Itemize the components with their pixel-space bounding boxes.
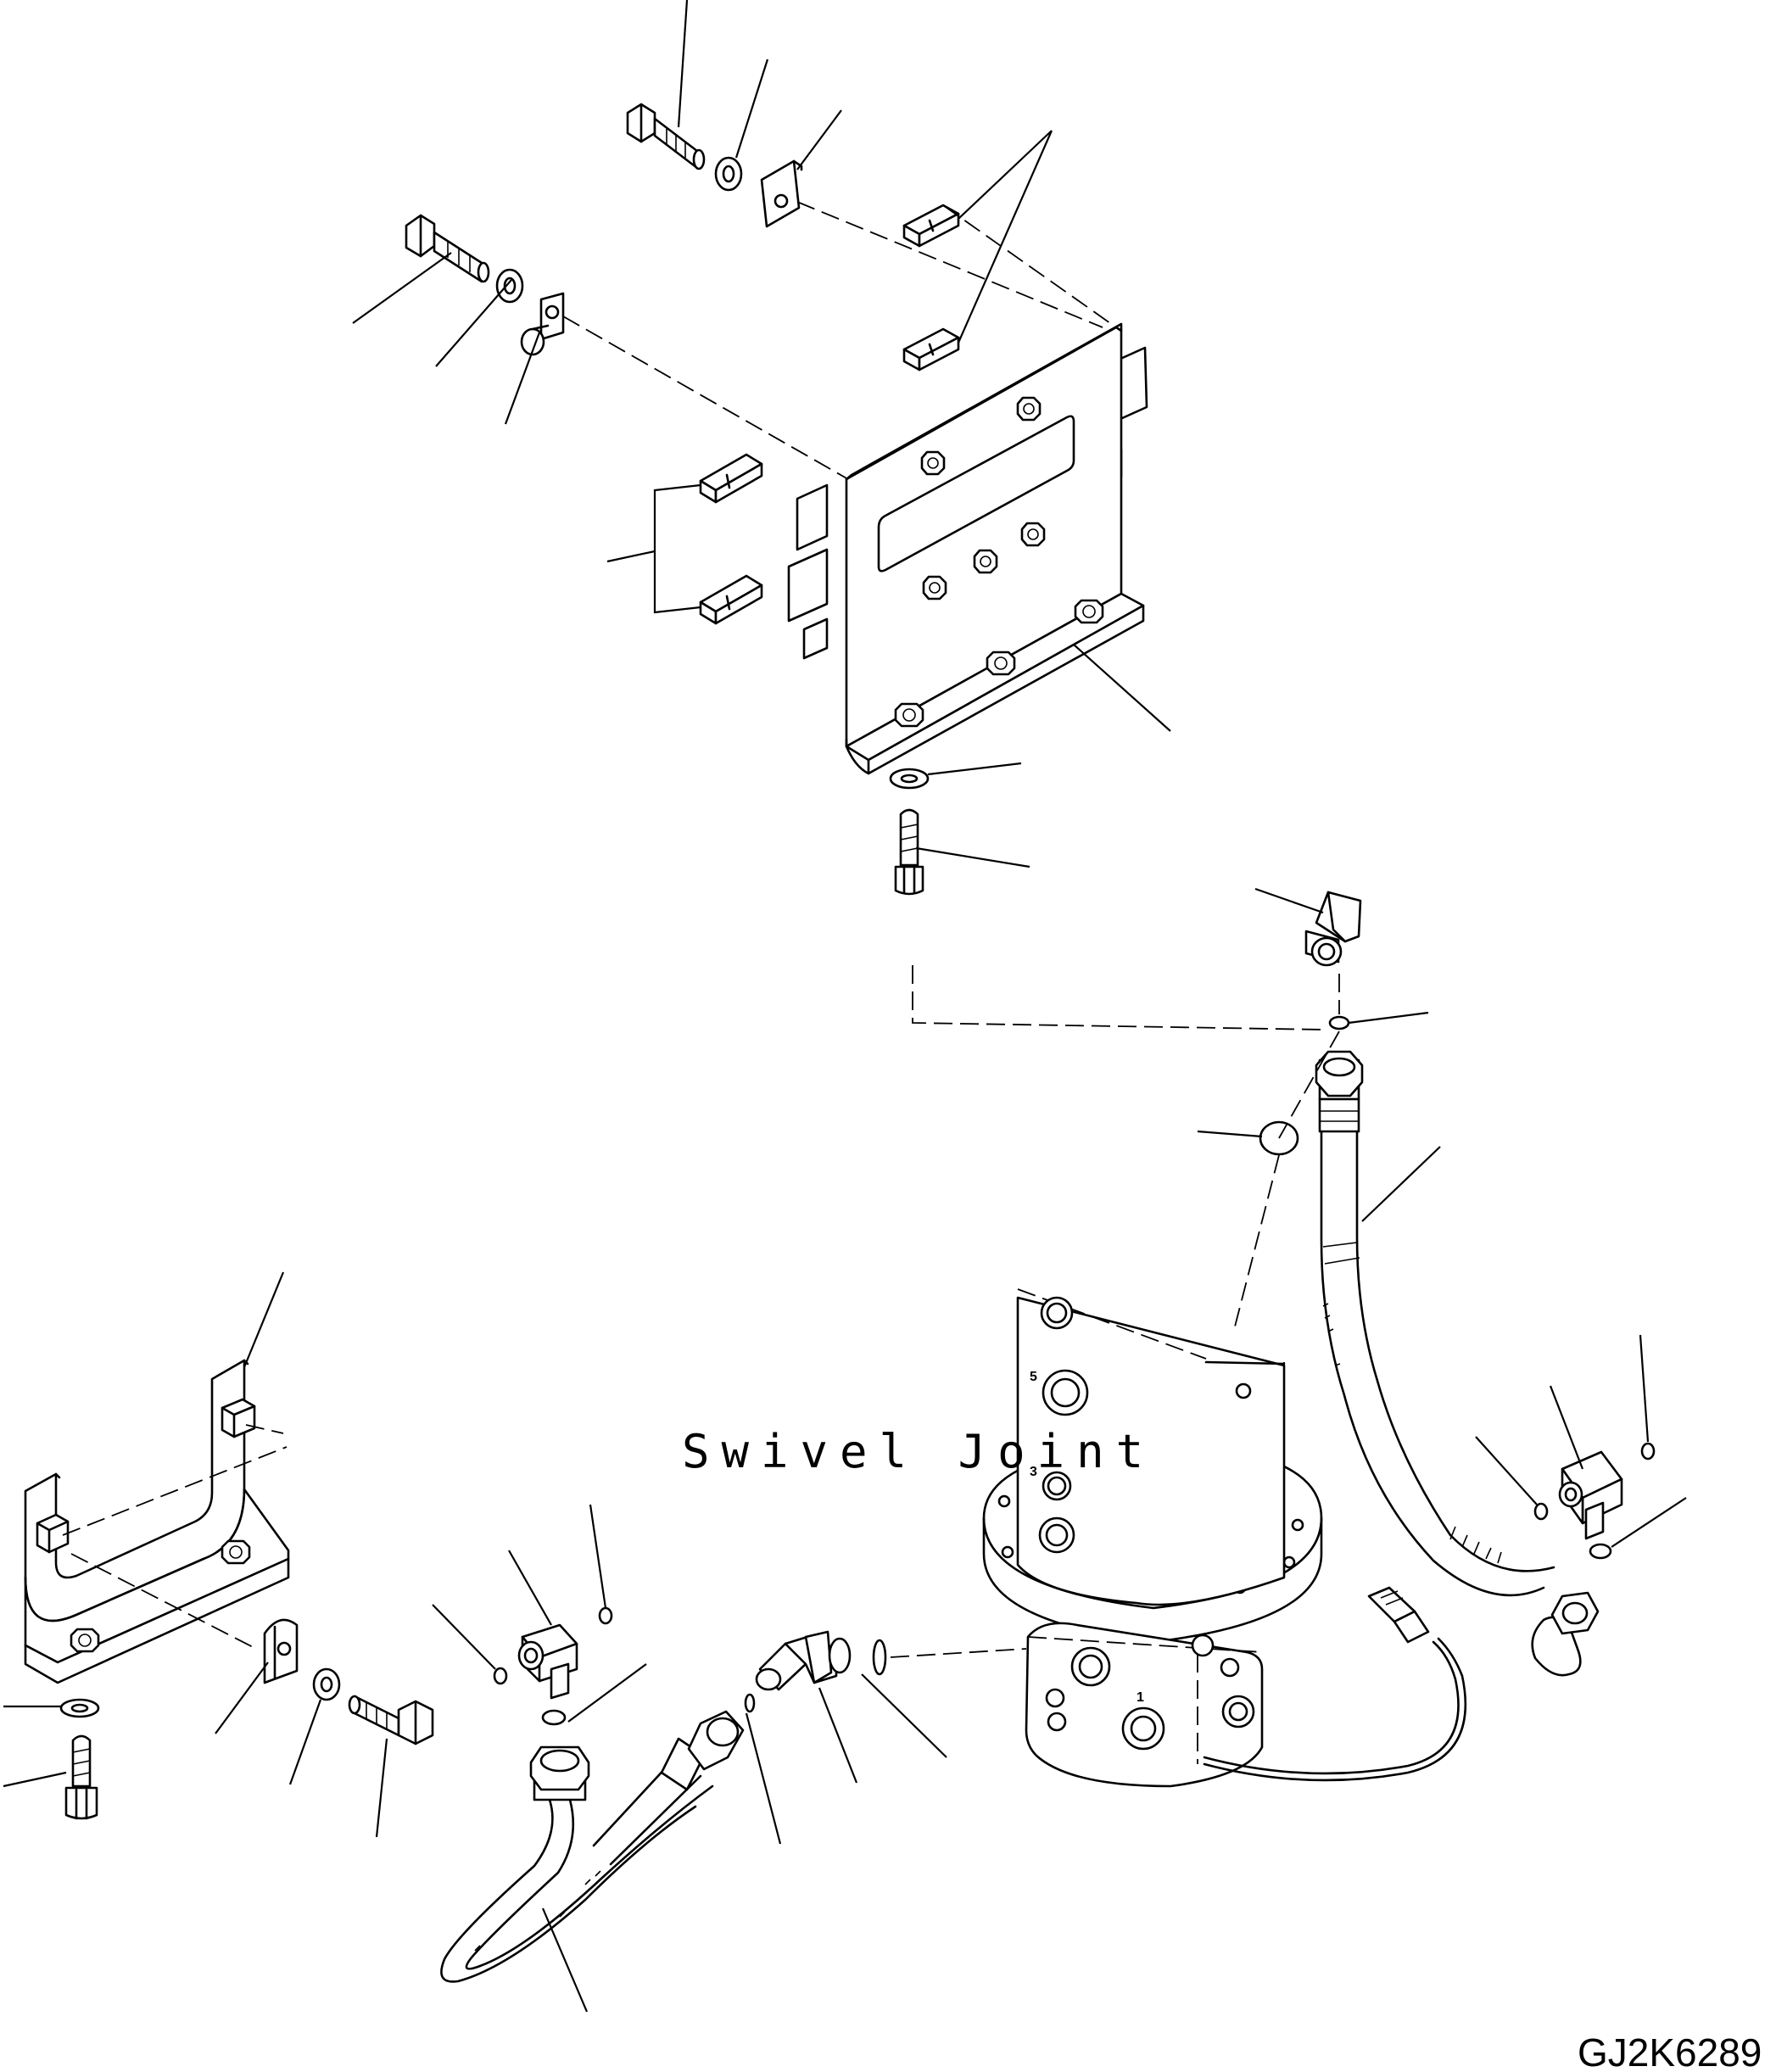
small-o-ring-upper [1328, 1015, 1350, 1030]
small-o-ring-left-2 [598, 1606, 613, 1625]
lower-bolt-2 [348, 1695, 434, 1745]
elbow-fitting-right [1558, 1450, 1623, 1540]
lower-washer-left [59, 1698, 100, 1718]
left-clip-2 [520, 292, 565, 356]
top-bolt-1 [626, 103, 706, 170]
mounting-bracket [787, 322, 1148, 775]
right-hose [1315, 1050, 1600, 1677]
small-o-ring-right-2 [1640, 1442, 1656, 1460]
connector-plug-left-2 [699, 574, 763, 625]
small-o-ring-center [744, 1693, 756, 1713]
small-o-ring-left-1 [493, 1667, 508, 1685]
port-number-1: 1 [1137, 1690, 1144, 1705]
alignment-lines [62, 201, 1340, 1658]
connector-plug-upper-right-1 [902, 204, 960, 248]
sensor-harness [1203, 1586, 1466, 1782]
bracket-nuts [894, 396, 1104, 728]
small-o-ring-right-1 [1533, 1502, 1549, 1521]
top-washer-1 [714, 156, 743, 192]
pressure-fitting [1304, 891, 1362, 967]
lower-clip [263, 1618, 299, 1684]
bottom-washer-1 [889, 768, 930, 790]
o-ring-swivel-port [872, 1639, 887, 1676]
l-bracket-nuts [36, 1398, 256, 1653]
bottom-bolt-1 [894, 808, 924, 896]
port-number-3: 3 [1030, 1465, 1037, 1479]
o-ring-right-3 [1589, 1543, 1612, 1560]
elbow-fitting-left [517, 1623, 578, 1700]
top-clip-1 [760, 159, 803, 228]
connector-plug-left-1 [699, 453, 763, 504]
connector-plug-upper-right-2 [902, 327, 960, 371]
left-hose [440, 1710, 745, 1983]
left-washer-2 [495, 268, 524, 304]
port-number-5: 5 [1030, 1370, 1037, 1384]
elbow-fitting-45 [755, 1630, 852, 1691]
drawing-code: GJ2K6289 [1578, 2030, 1762, 2072]
swivel-joint-label: Swivel Joint [682, 1425, 1155, 1478]
lower-bolt-left [64, 1734, 98, 1820]
leader-lines [3, 0, 1687, 2013]
o-ring-left-3 [541, 1709, 567, 1726]
left-bolt-2 [405, 214, 490, 283]
swivel-joint: 5 3 1 [982, 1288, 1323, 1788]
lower-washer-2 [312, 1667, 341, 1701]
